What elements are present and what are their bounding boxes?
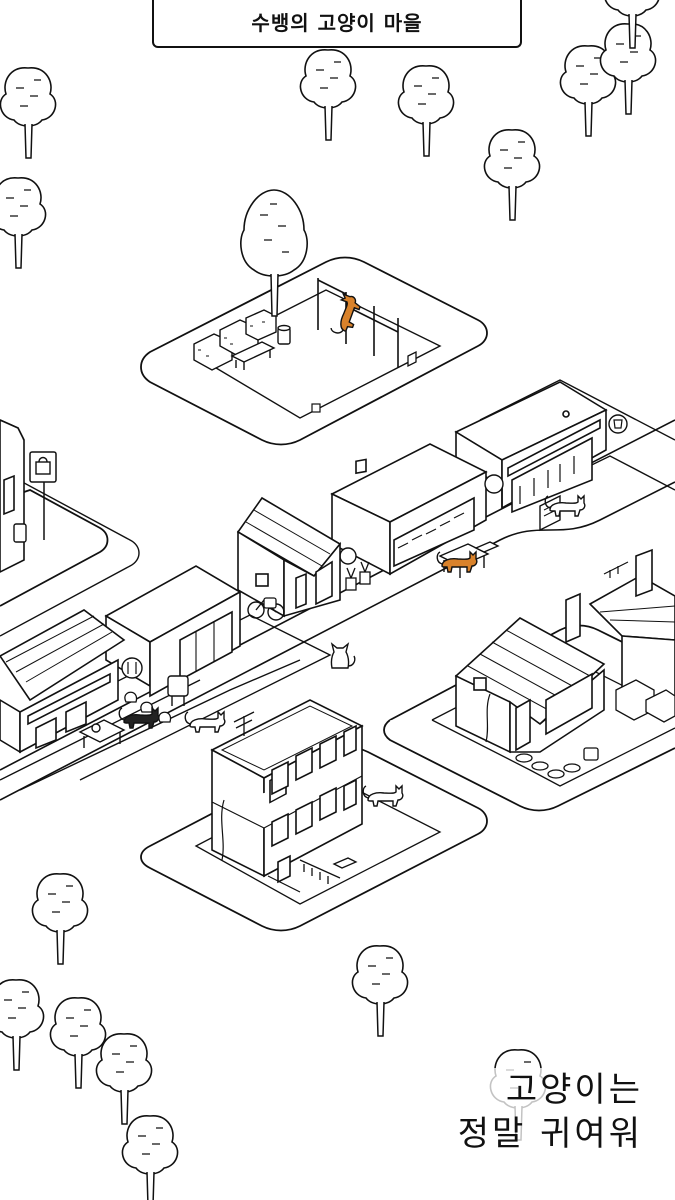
shopping-bag-icon xyxy=(35,456,51,475)
building-left-edge[interactable] xyxy=(0,419,25,573)
title-banner: 수뱅의 고양이 마을 xyxy=(152,0,522,48)
market-sign xyxy=(484,474,504,494)
building-apartment[interactable] xyxy=(210,699,364,884)
apartment-antenna xyxy=(233,711,255,736)
restaurant-sign xyxy=(121,657,143,679)
caption-line-2: 정말 귀여워 xyxy=(457,1112,643,1156)
page-title: 수뱅의 고양이 마을 xyxy=(251,10,423,35)
building-warehouse[interactable] xyxy=(104,565,242,698)
garden-stones xyxy=(515,753,581,779)
white-cat-street[interactable] xyxy=(184,711,226,733)
cafe-sign xyxy=(608,414,628,434)
bike-rack xyxy=(267,859,341,893)
pull-up-bars[interactable] xyxy=(317,278,399,368)
small-sign xyxy=(311,403,321,413)
gray-cat-sitting[interactable] xyxy=(330,643,356,669)
caption-text: 고양이는 정말 귀여워 xyxy=(457,1068,643,1156)
apartment-bench xyxy=(332,857,358,869)
building-tile-house[interactable] xyxy=(236,496,342,618)
cup-icon xyxy=(613,419,623,429)
park xyxy=(193,189,417,413)
trash-bin[interactable] xyxy=(277,324,291,345)
mailbox[interactable] xyxy=(167,675,189,706)
right-hedges xyxy=(615,679,675,723)
house-sign xyxy=(263,597,277,609)
building-right-house[interactable] xyxy=(454,592,606,754)
shop-sign-pole xyxy=(29,451,57,540)
potted-plants xyxy=(345,561,371,591)
park-bench[interactable] xyxy=(230,341,276,370)
fork-knife-icon xyxy=(127,662,137,674)
caption-line-1: 고양이는 xyxy=(457,1068,643,1112)
right-mailbox[interactable] xyxy=(583,747,599,761)
ivy-vine xyxy=(221,693,491,861)
building-restaurant[interactable] xyxy=(0,609,126,754)
outdoor-table[interactable] xyxy=(78,719,126,748)
market-round-sign xyxy=(339,547,357,565)
left-trash-bin xyxy=(13,523,27,543)
building-clothes-shop[interactable] xyxy=(454,381,608,514)
park-sign xyxy=(407,350,417,368)
building-market[interactable] xyxy=(330,443,488,576)
park-hedges xyxy=(193,309,277,371)
